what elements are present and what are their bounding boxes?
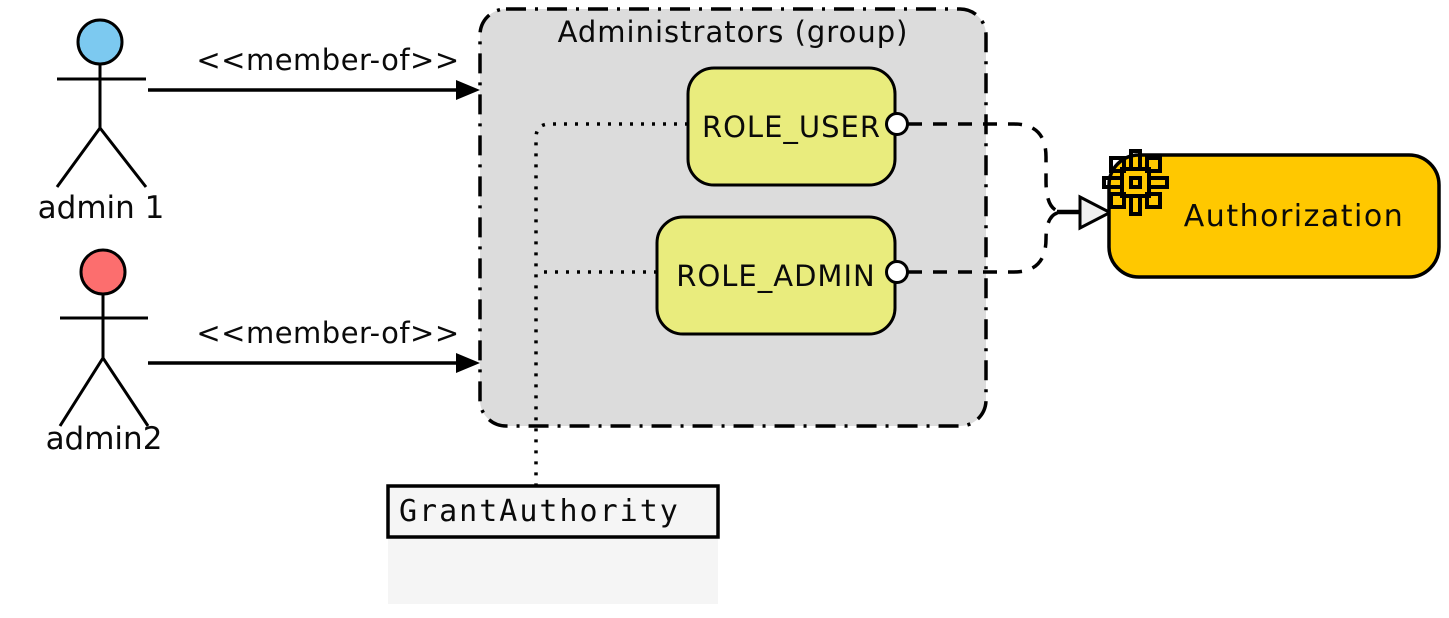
- authorization-label: Authorization: [1183, 198, 1405, 234]
- actor-admin1-legs: [55, 125, 148, 188]
- member-of-arrow-2: [148, 353, 480, 373]
- member-of-label-2: <<member-of>>: [196, 316, 460, 350]
- dashed-connector-role-admin: [908, 210, 1064, 274]
- pixel-gear-icon: [1102, 149, 1169, 216]
- role-admin-lollipop-icon: [885, 260, 909, 284]
- role-user-label: ROLE_USER: [701, 109, 882, 144]
- actor-admin2-label: admin2: [45, 421, 163, 457]
- dashed-connector-role-user: [908, 122, 1064, 214]
- actor-admin1-label: admin 1: [37, 190, 165, 226]
- actor-admin1-head-icon: [76, 18, 124, 66]
- actor-admin2-head-icon: [79, 248, 127, 296]
- grant-authority-name-compartment: [386, 484, 720, 539]
- actor-admin2-legs: [58, 355, 150, 427]
- arrowhead-icon: [456, 80, 480, 100]
- role-user-lollipop-icon: [885, 112, 909, 136]
- member-of-arrow-1: [148, 80, 480, 100]
- actor-admin1: [55, 18, 148, 188]
- role-admin-label: ROLE_ADMIN: [676, 258, 876, 293]
- actor-admin2: [58, 248, 150, 427]
- group-title: Administrators (group): [557, 15, 909, 49]
- open-triangle-arrow-icon: [1078, 194, 1114, 231]
- member-of-label-1: <<member-of>>: [196, 43, 460, 77]
- grant-authority-label: GrantAuthority: [399, 494, 680, 529]
- arrowhead-icon: [456, 353, 480, 373]
- grant-authority-body: [388, 537, 718, 604]
- authorization-node: [1107, 153, 1441, 279]
